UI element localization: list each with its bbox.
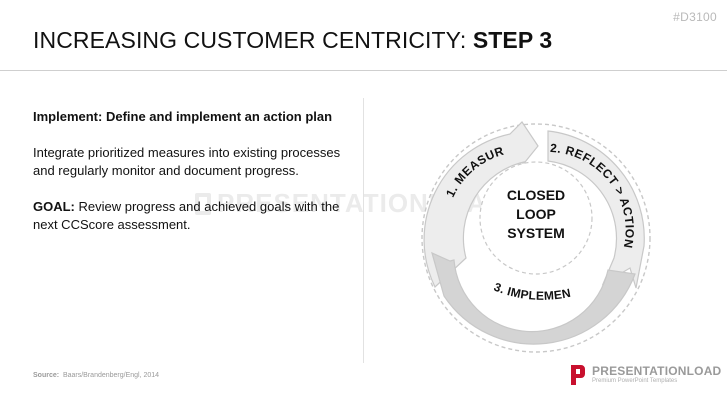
- logo-tagline: Premium PowerPoint Templates: [592, 378, 678, 384]
- slide-id: #D3100: [673, 10, 717, 24]
- logo-mark-shape: [571, 365, 585, 385]
- center-line-3: SYSTEM: [507, 225, 565, 241]
- source-note: Source: Baars/Brandenberg/Engl, 2014: [33, 372, 159, 379]
- dashed-outer-ring: [421, 123, 651, 353]
- logo-text: PRESENTATIONLOAD: [592, 364, 722, 378]
- inner-dashed-circle: [479, 161, 593, 275]
- presentationload-logo: PRESENTATIONLOAD Premium PowerPoint Temp…: [570, 362, 722, 392]
- content-paragraph: Integrate prioritized measures into exis…: [33, 145, 341, 178]
- segment-reflect-shape: [547, 130, 645, 289]
- goal-paragraph: GOAL: Review progress and achieved goals…: [33, 198, 363, 234]
- title-divider: [0, 70, 727, 71]
- center-line-2: LOOP: [516, 206, 556, 222]
- source-label: Source:: [33, 372, 60, 379]
- page-title: INCREASING CUSTOMER CENTRICITY: STEP 3: [33, 27, 552, 54]
- segment-implement-shape: [431, 251, 636, 345]
- source-text: Baars/Brandenberg/Engl, 2014: [62, 372, 160, 379]
- goal-text: Review progress and achieved goals with …: [33, 199, 340, 232]
- vertical-divider: [363, 98, 364, 363]
- presentationload-logo-icon: [571, 365, 585, 385]
- watermark-logo-icon: [195, 193, 211, 215]
- center-line-1: CLOSED: [507, 187, 565, 203]
- segment-measure-shape: [423, 121, 539, 288]
- goal-label: GOAL:: [33, 199, 75, 214]
- content-heading: Implement: Define and implement an actio…: [33, 109, 333, 124]
- title-main: INCREASING CUSTOMER CENTRICITY:: [33, 27, 473, 53]
- title-emphasis: STEP 3: [472, 27, 553, 53]
- content-text: Implement: Define and implement an actio…: [33, 108, 363, 252]
- closed-loop-diagram: 1. MEASURE 2. REFLECT > ACTION 3. IMPLEM…: [398, 118, 651, 353]
